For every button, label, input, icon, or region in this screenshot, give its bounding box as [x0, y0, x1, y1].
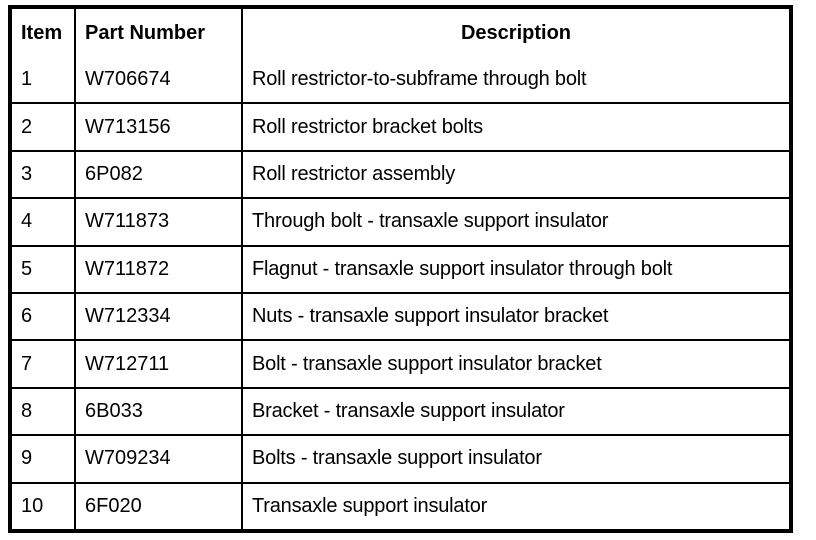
parts-table-container: Item Part Number Description 1 W706674 R… [8, 5, 793, 533]
cell-description: Nuts - transaxle support insulator brack… [242, 292, 791, 342]
table-row: 9 W709234 Bolts - transaxle support insu… [10, 435, 791, 484]
table-row: 6 W712334 Nuts - transaxle support insul… [10, 292, 791, 342]
cell-item: 10 [10, 482, 76, 531]
cell-part-number: W713156 [75, 103, 243, 152]
cell-item: 3 [10, 150, 76, 200]
cell-item: 2 [10, 103, 76, 152]
column-header-item: Item [10, 7, 76, 57]
cell-description: Roll restrictor assembly [242, 150, 791, 200]
table-row: 8 6B033 Bracket - transaxle support insu… [10, 387, 791, 437]
column-header-part-number: Part Number [75, 7, 243, 57]
parts-legend-table: Item Part Number Description 1 W706674 R… [8, 5, 793, 533]
cell-description: Roll restrictor bracket bolts [242, 103, 791, 152]
cell-description: Roll restrictor-to-subframe through bolt [242, 57, 791, 105]
cell-item: 8 [10, 387, 76, 437]
table-row: 4 W711873 Through bolt - transaxle suppo… [10, 198, 791, 247]
table-header: Item Part Number Description [10, 7, 791, 57]
cell-part-number: W711873 [75, 198, 243, 247]
cell-description: Flagnut - transaxle support insulator th… [242, 245, 791, 294]
cell-item: 6 [10, 292, 76, 342]
table-row: 7 W712711 Bolt - transaxle support insul… [10, 340, 791, 389]
cell-description: Bolts - transaxle support insulator [242, 435, 791, 484]
cell-part-number: 6B033 [75, 387, 243, 437]
cell-item: 5 [10, 245, 76, 294]
cell-part-number: 6P082 [75, 150, 243, 200]
table-row: 2 W713156 Roll restrictor bracket bolts [10, 103, 791, 152]
table-body: 1 W706674 Roll restrictor-to-subframe th… [10, 57, 791, 531]
table-row: 3 6P082 Roll restrictor assembly [10, 150, 791, 200]
table-row: 1 W706674 Roll restrictor-to-subframe th… [10, 57, 791, 105]
column-header-description: Description [460, 21, 572, 44]
cell-item: 4 [10, 198, 76, 247]
cell-item: 9 [10, 435, 76, 484]
cell-item: 1 [10, 57, 76, 105]
cell-part-number: W706674 [75, 57, 243, 105]
cell-part-number: W712334 [75, 292, 243, 342]
cell-part-number: W709234 [75, 435, 243, 484]
cell-description: Through bolt - transaxle support insulat… [242, 198, 791, 247]
cell-item: 7 [10, 340, 76, 389]
cell-description: Transaxle support insulator [252, 494, 488, 517]
cell-part-number: W711872 [75, 245, 243, 294]
cell-description: Bracket - transaxle support insulator [242, 387, 791, 437]
table-header-row: Item Part Number Description [10, 7, 791, 57]
cell-description: Bolt - transaxle support insulator brack… [242, 340, 791, 389]
table-row: 10 6F020 Transaxle support insulator [10, 482, 791, 531]
cell-part-number: W712711 [75, 340, 243, 389]
cell-part-number: 6F020 [75, 482, 243, 531]
table-row: 5 W711872 Flagnut - transaxle support in… [10, 245, 791, 294]
